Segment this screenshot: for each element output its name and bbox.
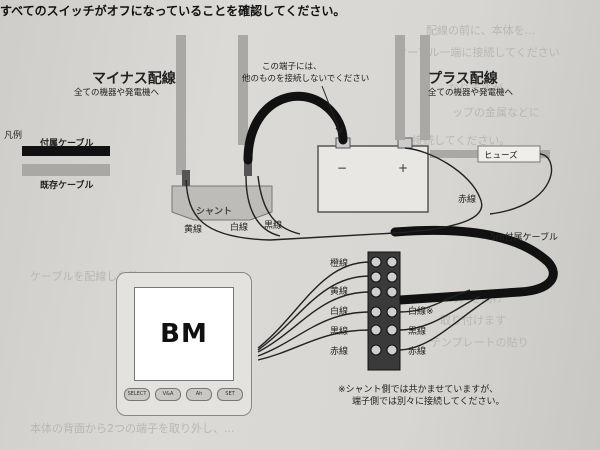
terminal-left-label: 黄線 bbox=[330, 287, 349, 297]
battery-minus-sign: − bbox=[337, 161, 347, 175]
terminal-left-label: 黒線 bbox=[330, 327, 349, 337]
wire-white-label: 白線 bbox=[230, 223, 249, 233]
terminal-left-label: 白線 bbox=[330, 307, 349, 317]
bottom-note-2: 端子側では別々に接続してください。 bbox=[352, 397, 505, 407]
plus-wiring-sub: 全ての機器や発電機へ bbox=[428, 88, 514, 98]
monitor-screen: BM bbox=[134, 287, 234, 381]
minus-wiring-sub: 全ての機器や発電機へ bbox=[74, 88, 160, 98]
note-pointer bbox=[321, 85, 341, 133]
select-button[interactable]: SELECT bbox=[124, 388, 150, 401]
terminal-left-label: 橙線 bbox=[330, 259, 349, 269]
signal-wires bbox=[185, 147, 553, 361]
wire-black-label: 黒線 bbox=[264, 221, 283, 231]
battery-monitor: BM SELECT V&A Ah SET bbox=[116, 272, 252, 416]
header-text: すべてのスイッチがオフになっていることを確認してください。 bbox=[0, 4, 346, 18]
terminal-right-label: 赤線 bbox=[408, 347, 427, 357]
terminal-note-1: この端子には、 bbox=[262, 62, 322, 72]
shunt-label: シャント bbox=[196, 207, 233, 217]
terminal-left-label: 赤線 bbox=[330, 347, 349, 357]
legend-supplied-swatch bbox=[22, 146, 110, 156]
legend-existing-swatch bbox=[22, 164, 110, 176]
terminal-screws bbox=[370, 256, 398, 356]
battery bbox=[317, 145, 429, 213]
wire-red-label: 赤線 bbox=[458, 195, 477, 205]
shunt-stud-right bbox=[244, 156, 252, 176]
amp-hour-button[interactable]: Ah bbox=[186, 388, 212, 401]
battery-plus-sign: + bbox=[398, 161, 408, 175]
terminal-right-label: 黒線 bbox=[408, 327, 427, 337]
bottom-note-1: ※シャント側では共かませていますが、 bbox=[338, 385, 499, 395]
volt-amp-button[interactable]: V&A bbox=[155, 388, 181, 401]
wire-yellow-label: 黄線 bbox=[184, 225, 203, 235]
shunt-stud-left bbox=[182, 170, 190, 186]
plus-wiring-title: プラス配線 bbox=[428, 71, 498, 87]
legend-supplied: 付属ケーブル bbox=[40, 139, 94, 149]
terminal-right-label: 白線※ bbox=[408, 307, 434, 317]
legend-title: 凡例 bbox=[4, 131, 23, 141]
set-button[interactable]: SET bbox=[217, 388, 243, 401]
fuse-label: ヒューズ bbox=[484, 151, 518, 161]
legend-existing: 既存ケーブル bbox=[40, 181, 94, 191]
terminal-note-2: 他のものを接続しないでください bbox=[242, 74, 370, 84]
monitor-logo: BM bbox=[160, 319, 208, 349]
supplied-cable-5m bbox=[390, 225, 558, 305]
minus-wiring-title: マイナス配線 bbox=[92, 71, 176, 87]
cable-5m-label: 5m付属ケーブル bbox=[490, 233, 558, 243]
